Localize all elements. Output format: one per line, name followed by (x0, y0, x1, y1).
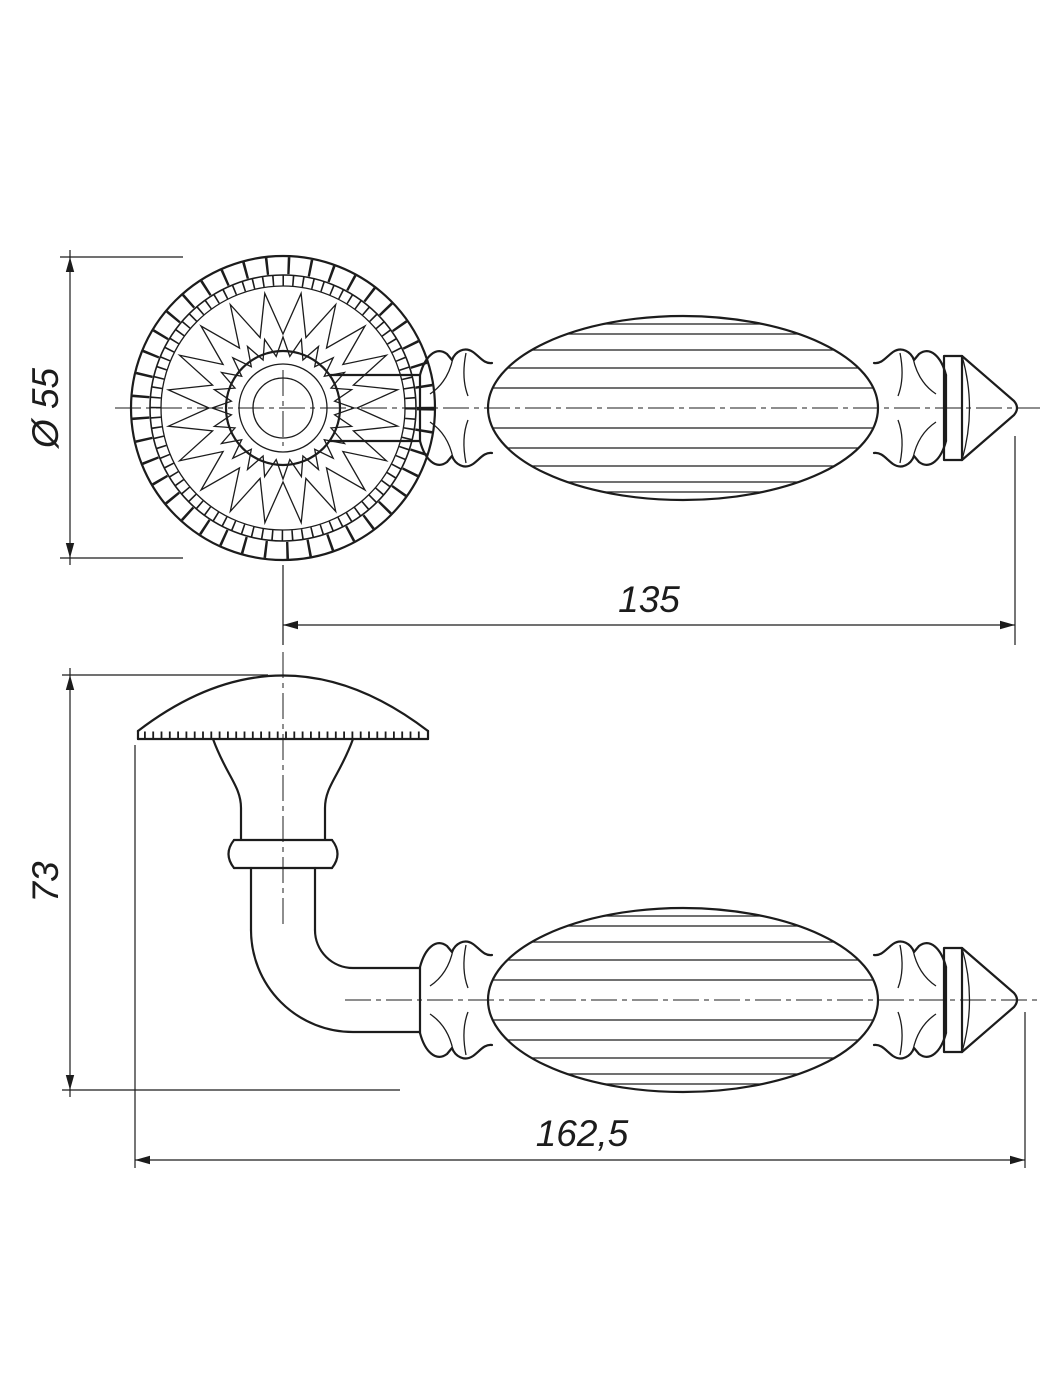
rosette-fine-knurl-ring (150, 275, 416, 541)
dimension-rosette-diameter: Ø 55 (25, 250, 183, 565)
side-view (136, 652, 1040, 1092)
dim-label-diameter: Ø 55 (25, 367, 66, 450)
rosette-side (136, 674, 430, 741)
sunburst-leaves (165, 290, 401, 526)
dim-label-overall-length: 162,5 (536, 1113, 629, 1154)
dimension-overall-162-5: 162,5 (134, 745, 1026, 1168)
dimension-length-135: 135 (282, 436, 1016, 645)
rosette-teeth-ring (132, 257, 434, 559)
neck-side (211, 737, 355, 932)
inner-petal-ring (210, 335, 356, 481)
top-view (115, 254, 1040, 562)
rosette-plan (129, 254, 437, 562)
dimension-height-73: 73 (25, 668, 400, 1097)
elbow-side (249, 928, 422, 1034)
dim-label-length: 135 (618, 579, 680, 620)
center-boss (224, 349, 342, 467)
dim-label-height: 73 (25, 861, 66, 903)
